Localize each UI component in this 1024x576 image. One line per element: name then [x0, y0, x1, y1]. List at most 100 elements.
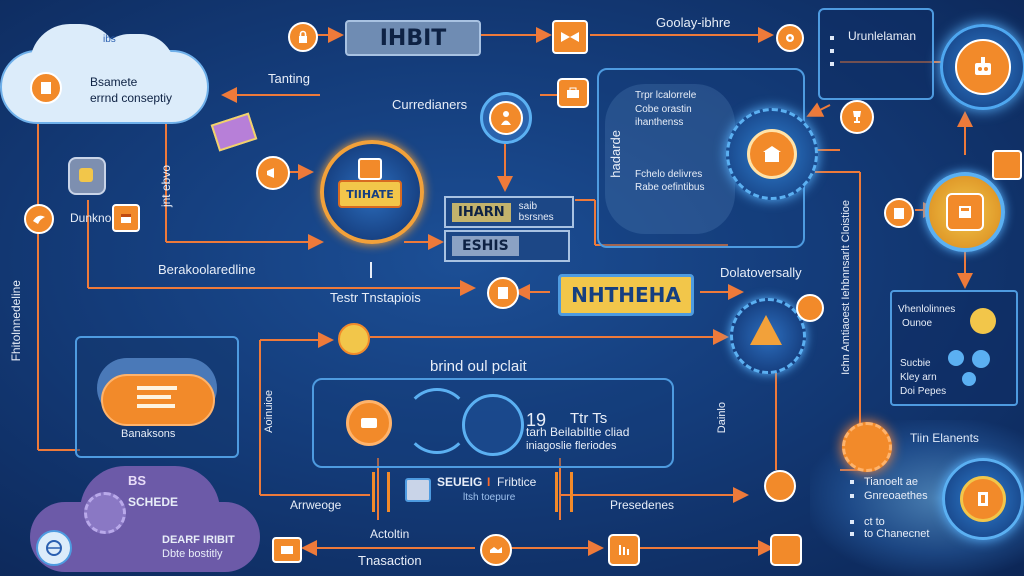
mid-sub: ltsh toepure	[463, 492, 516, 503]
box-iharn[interactable]: IHARN saib bsrsnes	[444, 196, 574, 228]
cloud-line1: Bsamete	[90, 75, 138, 89]
ticket-icon	[274, 539, 300, 561]
left-cloud-panel[interactable]: Banaksons	[75, 336, 239, 458]
window-bullets	[830, 36, 834, 66]
bird-icon	[26, 206, 52, 232]
label-transaction: Tnasaction	[358, 553, 422, 568]
label-test: Testr Tnstapiois	[330, 290, 421, 305]
panel-line2: iniagoslie fleriodes	[526, 440, 617, 452]
mid-word: Fribtice	[497, 475, 537, 489]
label-brand: brind oul pclait	[430, 358, 527, 375]
gear-icon	[778, 26, 802, 50]
badge-icon	[960, 476, 1006, 522]
right-panel-clouds	[605, 84, 735, 234]
purple-line2: Dbte bostitly	[162, 548, 223, 560]
label-dainlo: Dainlo	[716, 402, 728, 434]
document-node[interactable]	[487, 277, 519, 309]
purple-gear-icon	[84, 492, 126, 534]
mid-title: SEUEIG	[437, 475, 483, 489]
card-line-2: Ounoe	[902, 318, 933, 329]
calendar-icon	[114, 206, 138, 230]
stat-b: Ttr Ts	[570, 410, 608, 427]
right-hub[interactable]	[726, 108, 818, 200]
cloud2-label: Banaksons	[121, 428, 176, 440]
chart-node-small[interactable]	[338, 323, 370, 355]
panel-line1: tarh Beilabiltie cliad	[526, 425, 630, 439]
right-card[interactable]: Vhenlolinnes Ounoe Sucbie Kley arn Doi P…	[890, 290, 1018, 406]
gear-node-top[interactable]	[776, 24, 804, 52]
cloud-top-left[interactable]: ibs Bsamete errnd conseptiy	[0, 20, 210, 124]
mid-banner[interactable]: NHTHEHA	[558, 274, 694, 316]
label-presedenes: Presedenes	[610, 498, 675, 512]
arrow-up-node[interactable]	[730, 298, 806, 374]
label-vertical-edge: Fhitolnnedeline	[9, 280, 23, 362]
top-right-hub[interactable]	[940, 24, 1024, 110]
cloud-doc-icon	[30, 72, 62, 104]
megaphone-icon	[258, 158, 288, 188]
label-goolay: Goolay-ibhre	[656, 15, 731, 30]
purple-sub: SCHEDE	[128, 495, 179, 509]
megaphone-node[interactable]	[256, 156, 290, 190]
top-banner-title: IHBIT	[379, 25, 447, 51]
box-eshis[interactable]: ESHIS	[444, 230, 570, 262]
label-customers: Curredianers	[392, 97, 468, 112]
stat-a: 19	[526, 410, 547, 430]
sun-node[interactable]	[842, 422, 892, 472]
bars-icon	[610, 536, 638, 564]
bars-node[interactable]	[608, 534, 640, 566]
label-dunkno: Dunkno	[70, 211, 112, 225]
gear-node-right[interactable]	[796, 294, 824, 322]
clipboard-node[interactable]	[884, 198, 914, 228]
balloon-node[interactable]	[764, 470, 796, 502]
card-line-5: Doi Pepes	[900, 386, 947, 397]
chart-node[interactable]	[770, 534, 802, 566]
box1-title: IHARN	[452, 202, 511, 222]
card-line-4: Kley arn	[900, 372, 937, 383]
lock-node[interactable]	[288, 22, 318, 52]
center-panel[interactable]: 19 Ttr Ts tarh Beilabiltie cliad iniagos…	[312, 378, 674, 468]
box-line-1: Tianoelt ae	[864, 476, 919, 488]
card-dot-c	[962, 372, 976, 386]
box-line-2: Gnreoaethes	[864, 490, 928, 502]
ticket-node[interactable]	[272, 537, 302, 563]
calendar-node[interactable]	[112, 204, 140, 232]
top-right-window[interactable]: Urunlelaman	[818, 8, 934, 100]
calculator-icon	[946, 193, 984, 231]
bird-node[interactable]	[24, 204, 54, 234]
calendar-node-right[interactable]	[992, 150, 1022, 180]
globe-icon	[36, 530, 72, 566]
label-dulatov: Dolatoversally	[720, 265, 802, 280]
bottom-mid-card[interactable]: SEUEIG I Fribtice ltsh toepure	[405, 475, 545, 506]
box2-title: ESHIS	[452, 236, 519, 256]
trophy-node[interactable]	[840, 100, 874, 134]
bowtie-node[interactable]	[552, 20, 588, 54]
purple-title: BS	[128, 473, 147, 488]
bottom-right-box[interactable]: Tianoelt ae Gnreoaethes ct to to Chanecn…	[836, 466, 946, 550]
bracket-right	[555, 472, 573, 512]
cloud-tag: ibs	[103, 34, 116, 45]
right-mid-hub[interactable]	[925, 172, 1005, 252]
cloud-lines	[137, 386, 177, 408]
card-line-3: Sucbie	[900, 358, 931, 369]
purple-cloud[interactable]: BS SCHEDE DEARF IRIBIT Dbte bostitly	[30, 462, 260, 572]
purple-line1: DEARF IRIBIT	[162, 534, 235, 546]
customers-node[interactable]	[480, 92, 532, 144]
panel-lines: Trpr lcalorrele Cobe orastin ihanthenss …	[635, 90, 705, 194]
briefcase-node[interactable]	[557, 78, 589, 108]
center-hub[interactable]: TIIHATE	[320, 140, 424, 244]
top-banner[interactable]: IHBIT	[345, 20, 481, 56]
document-icon	[489, 279, 517, 307]
card-yellow-dot	[970, 308, 996, 334]
card-line-1: Vhenlolinnes	[898, 304, 956, 315]
shop-icon	[747, 129, 797, 179]
label-tanting: Tanting	[268, 71, 310, 86]
panel-ring	[462, 394, 524, 456]
label-urunlelaman: Urunlelaman	[848, 29, 917, 43]
flower-icon-left	[68, 157, 106, 195]
briefcase-icon	[559, 80, 587, 106]
panel-vertical-label: hadarde	[608, 130, 623, 178]
handshake-node[interactable]	[480, 534, 512, 566]
card-dot-b	[972, 350, 990, 368]
bottom-right-hub[interactable]	[942, 458, 1024, 540]
